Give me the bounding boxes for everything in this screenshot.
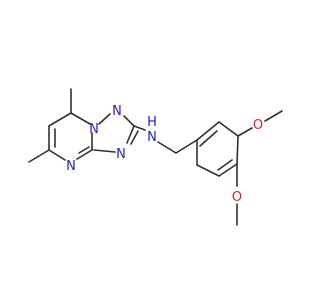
atom-label-nitrogen: N	[147, 130, 157, 145]
atom-label-nitrogen: N	[66, 159, 76, 174]
bond	[98, 113, 111, 125]
atom-label-nitrogen: N	[116, 147, 126, 162]
bond	[48, 149, 66, 161]
bond	[217, 159, 233, 171]
bond	[157, 141, 177, 154]
bond	[196, 164, 220, 177]
bond	[70, 112, 91, 125]
bond	[76, 149, 93, 160]
bond	[123, 115, 135, 127]
atom-labels: N N N N N H O O	[66, 104, 263, 205]
bond	[196, 121, 220, 141]
bond	[175, 139, 198, 154]
canvas-background	[0, 0, 300, 300]
bond	[28, 149, 50, 163]
bond	[130, 130, 139, 145]
bond	[264, 110, 283, 122]
atom-label-hydrogen: H	[147, 115, 157, 130]
bond	[78, 146, 90, 154]
bond	[218, 121, 239, 137]
atom-label-oxygen: O	[232, 190, 242, 205]
bond	[126, 125, 135, 144]
bond	[237, 127, 253, 137]
atom-label-nitrogen: N	[89, 122, 99, 137]
atom-label-oxygen: O	[253, 118, 263, 133]
bond	[199, 130, 218, 147]
bond	[48, 112, 72, 127]
bond	[236, 135, 239, 165]
bond	[218, 163, 238, 177]
bonds	[28, 88, 283, 226]
molecule-structure: N N N N N H O O	[0, 0, 300, 300]
bond	[93, 149, 116, 153]
atom-label-nitrogen: N	[112, 104, 122, 119]
bond	[133, 125, 146, 131]
